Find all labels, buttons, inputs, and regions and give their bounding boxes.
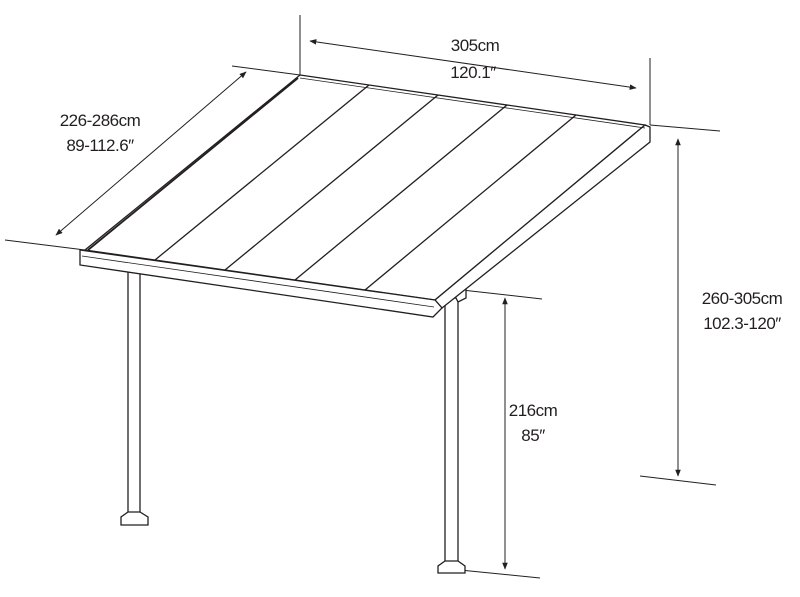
- depth-cm-label: 226-286cm: [59, 111, 141, 130]
- depth-inch-label: 89-112.6″: [66, 136, 134, 155]
- extension-line: [639, 475, 717, 486]
- front-height-cm-label: 216cm: [508, 401, 558, 420]
- extension-line: [4, 239, 86, 251]
- left-foot: [120, 511, 149, 526]
- panel-divider: [224, 94, 439, 271]
- side-beam: [434, 124, 651, 309]
- depth-dimension-arrow: [55, 71, 247, 236]
- extension-line: [459, 569, 541, 579]
- panel-divider: [364, 114, 577, 291]
- front-height-inch-label: 85″: [521, 426, 545, 445]
- back-wall-rail: [299, 77, 646, 129]
- extension-line: [231, 65, 301, 76]
- back-height-inch-label: 102.3-120″: [703, 314, 781, 333]
- front-gutter: [79, 249, 443, 318]
- width-dimension-arrow: [309, 39, 637, 90]
- width-inch-label: 120.1″: [450, 63, 496, 82]
- right-foot: [437, 560, 466, 574]
- left-leg: [127, 261, 141, 516]
- right-leg: [444, 297, 459, 566]
- width-cm-label: 305cm: [450, 36, 500, 55]
- pergola: [79, 74, 651, 574]
- panel-divider: [154, 84, 370, 261]
- panel-divider: [294, 104, 508, 281]
- extension-line: [461, 289, 543, 300]
- extension-line: [649, 124, 721, 132]
- back-height-cm-label: 260-305cm: [701, 289, 783, 308]
